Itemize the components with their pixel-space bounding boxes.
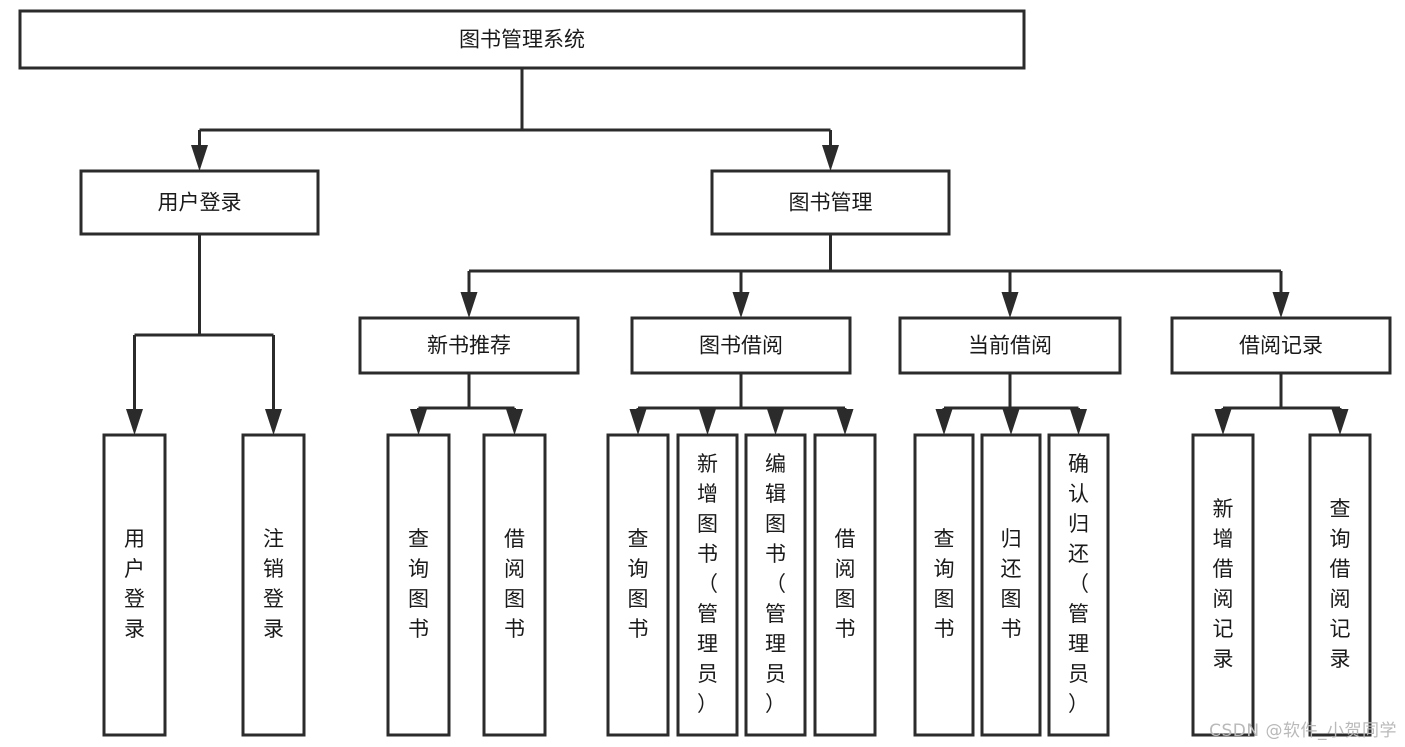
arrow-head-icon [1331, 409, 1349, 435]
node-label-l2-2: 当前借阅 [968, 334, 1052, 358]
node-box-l2-2[interactable] [898, 316, 1122, 375]
arrow-head-icon [506, 409, 523, 435]
node-label-l2-1: 图书借阅 [699, 334, 783, 358]
node-box-root[interactable] [18, 9, 1026, 70]
node-label-l3-10: 确认归还（管理员） [1068, 452, 1089, 716]
arrow-head-icon [410, 409, 427, 435]
node-label-l3-6: 编辑图书（管理员） [765, 452, 786, 716]
node-box-l2-3[interactable] [1170, 316, 1392, 375]
node-box-l3-4[interactable] [606, 433, 670, 737]
node-box-l3-7[interactable] [813, 433, 877, 737]
node-box-l3-12[interactable] [1308, 433, 1372, 737]
arrow-head-icon [629, 409, 647, 435]
node-label-l3-1: 注销登录 [263, 527, 284, 641]
node-box-l1-0[interactable] [79, 169, 320, 236]
arrow-head-icon [935, 409, 953, 435]
arrow-head-icon [836, 409, 854, 435]
arrow-head-icon [126, 409, 143, 435]
node-label-l3-7: 借阅图书 [835, 527, 856, 641]
node-box-l3-6[interactable] [744, 433, 807, 737]
arrow-head-icon [699, 409, 716, 435]
node-label-l3-2: 查询图书 [408, 527, 429, 641]
node-label-layer: 图书管理系统用户登录图书管理新书推荐图书借阅当前借阅借阅记录用户登录注销登录查询… [124, 28, 1351, 717]
node-label-l3-5: 新增图书（管理员） [697, 452, 718, 716]
node-box-l3-3[interactable] [482, 433, 547, 737]
node-box-l3-10[interactable] [1047, 433, 1110, 737]
node-label-l2-3: 借阅记录 [1239, 334, 1323, 358]
arrow-head-icon [1214, 409, 1232, 435]
node-box-l3-11[interactable] [1191, 433, 1255, 737]
arrow-head-icon [460, 292, 478, 318]
node-box-l3-2[interactable] [386, 433, 451, 737]
node-label-l3-8: 查询图书 [934, 527, 955, 641]
node-label-root: 图书管理系统 [459, 28, 585, 52]
node-box-l2-0[interactable] [358, 316, 580, 375]
arrow-head-icon [1272, 292, 1290, 318]
node-box-l3-9[interactable] [980, 433, 1042, 737]
node-box-l3-0[interactable] [102, 433, 167, 737]
node-label-l2-0: 新书推荐 [427, 334, 511, 358]
node-label-l1-0: 用户登录 [158, 191, 242, 215]
arrow-head-icon [1001, 292, 1019, 318]
arrow-head-icon [822, 145, 839, 171]
node-box-l2-1[interactable] [630, 316, 852, 375]
arrow-head-icon [191, 145, 208, 171]
node-label-l3-11: 新增借阅记录 [1213, 497, 1234, 671]
node-box-l1-1[interactable] [710, 169, 951, 236]
connector-layer [126, 68, 1349, 435]
node-box-l3-8[interactable] [913, 433, 975, 737]
node-box-l3-1[interactable] [241, 433, 306, 737]
node-label-l3-3: 借阅图书 [504, 527, 525, 641]
arrow-head-icon [265, 409, 282, 435]
node-box-layer [18, 9, 1392, 737]
node-label-l3-12: 查询借阅记录 [1330, 497, 1351, 671]
node-label-l3-9: 归还图书 [1001, 527, 1022, 641]
arrow-head-icon [1002, 409, 1020, 435]
arrow-head-icon [1070, 409, 1087, 435]
arrow-head-icon [767, 409, 784, 435]
node-label-l3-0: 用户登录 [124, 527, 145, 641]
node-box-l3-5[interactable] [676, 433, 739, 737]
node-label-l3-4: 查询图书 [628, 527, 649, 641]
node-label-l1-1: 图书管理 [789, 191, 873, 215]
arrow-head-icon [732, 292, 750, 318]
